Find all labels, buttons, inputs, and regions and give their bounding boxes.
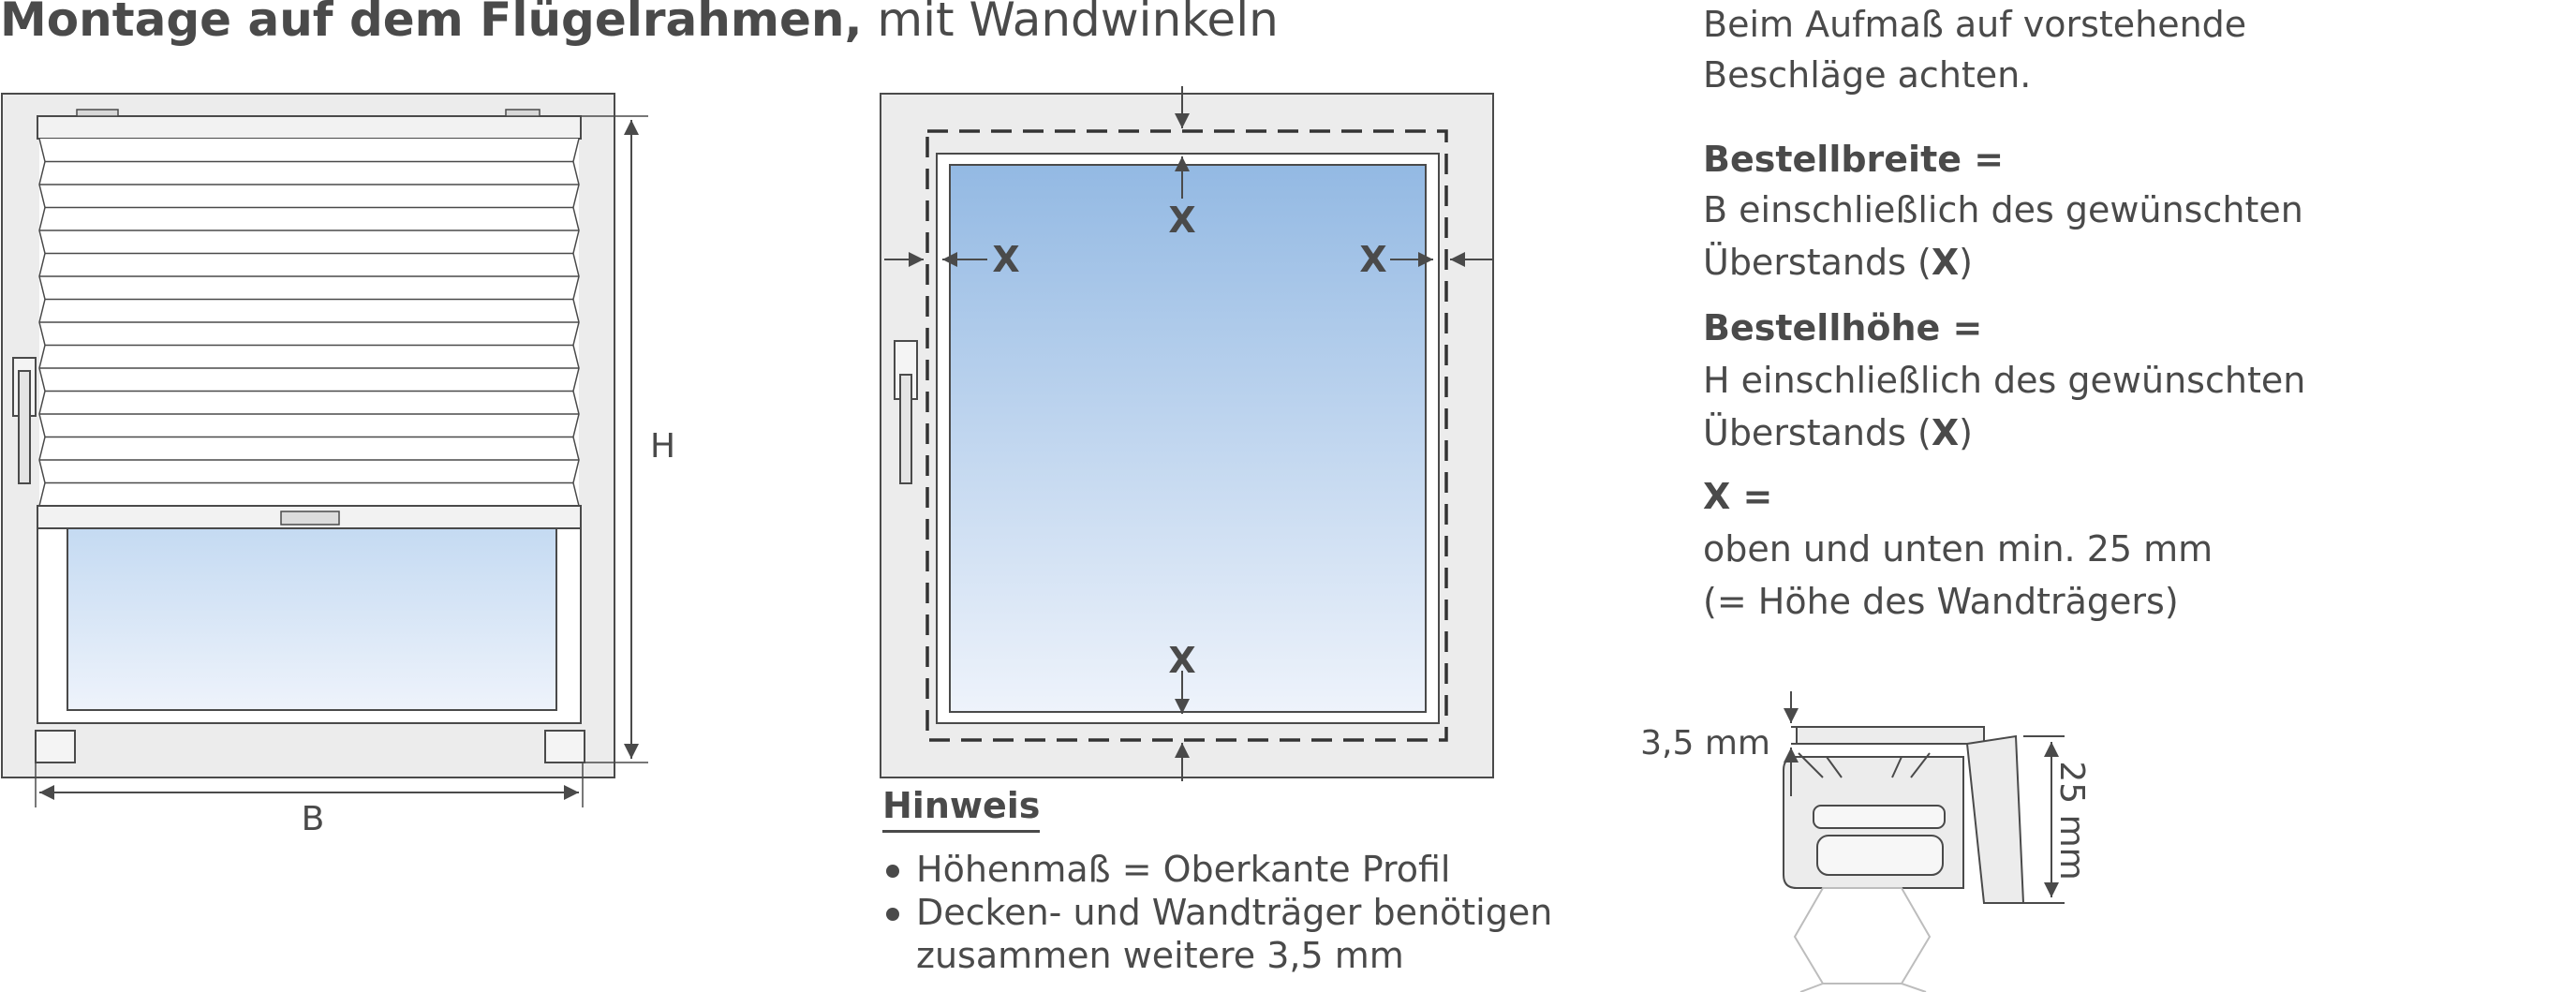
x-label-left: X xyxy=(992,239,1019,280)
middle-window xyxy=(880,86,1494,781)
title-bold: Montage auf dem Flügelrahmen, xyxy=(0,0,863,47)
overhang-arrows xyxy=(884,86,1493,781)
x-line-2: (= Höhe des Wandträgers) xyxy=(1703,581,2179,622)
note-item-continuation: zusammen weitere 3,5 mm xyxy=(916,935,1404,976)
pleated-fabric xyxy=(38,138,580,507)
order-width-line-2-post: ) xyxy=(1959,242,1973,283)
note-item: Höhenmaß = Oberkante Profil xyxy=(882,848,1552,891)
x-heading: X = xyxy=(1703,476,1773,517)
order-height-line-1: H einschließlich des gewünschten xyxy=(1703,360,2306,401)
window-handle-left xyxy=(12,357,37,484)
x-line-1: oben und unten min. 25 mm xyxy=(1703,528,2213,570)
profile-dimensions xyxy=(1784,691,2065,904)
height-dimension xyxy=(581,115,648,763)
height-label: H xyxy=(650,427,675,466)
width-dimension xyxy=(35,763,584,807)
page-title: Montage auf dem Flügelrahmen, mit Wandwi… xyxy=(0,0,1279,47)
wall-brackets xyxy=(35,730,585,763)
profile-detail xyxy=(1783,726,2025,992)
order-height-line-2-post: ) xyxy=(1959,412,1973,453)
window-handle-middle xyxy=(894,340,918,484)
order-height-line-2-x: X xyxy=(1931,412,1960,453)
profile-height-dim-label: 25 mm xyxy=(2052,761,2091,880)
title-rest: mit Wandwinkeln xyxy=(862,0,1279,47)
x-label-right: X xyxy=(1359,239,1386,280)
top-rail xyxy=(37,109,582,140)
intro-line-2: Beschläge achten. xyxy=(1703,54,2032,96)
order-width-line-1: B einschließlich des gewünschten xyxy=(1703,189,2303,230)
order-width-line-2-x: X xyxy=(1931,242,1960,283)
intro-line-1: Beim Aufmaß auf vorstehende xyxy=(1703,4,2247,45)
order-width-line-2: Überstands (X) xyxy=(1703,236,1973,289)
x-label-bottom: X xyxy=(1168,640,1195,681)
order-width-heading: Bestellbreite = xyxy=(1703,139,2005,180)
order-width-line-2-pre: Überstands ( xyxy=(1703,242,1932,283)
hinweis-notes: Höhenmaß = Oberkante Profil Decken- und … xyxy=(882,848,1552,977)
note-item: Decken- und Wandträger benötigen xyxy=(882,891,1552,934)
order-height-heading: Bestellhöhe = xyxy=(1703,307,1983,348)
bottom-rail xyxy=(37,505,582,529)
left-window xyxy=(1,93,648,807)
order-height-line-2-pre: Überstands ( xyxy=(1703,412,1932,453)
hinweis-heading: Hinweis xyxy=(882,785,1041,833)
profile-small-dim-label: 3,5 mm xyxy=(1640,724,1770,763)
x-label-top: X xyxy=(1168,200,1195,241)
overhang-outline xyxy=(925,129,1448,742)
width-label: B xyxy=(302,800,325,838)
order-height-line-2: Überstands (X) xyxy=(1703,407,1973,459)
